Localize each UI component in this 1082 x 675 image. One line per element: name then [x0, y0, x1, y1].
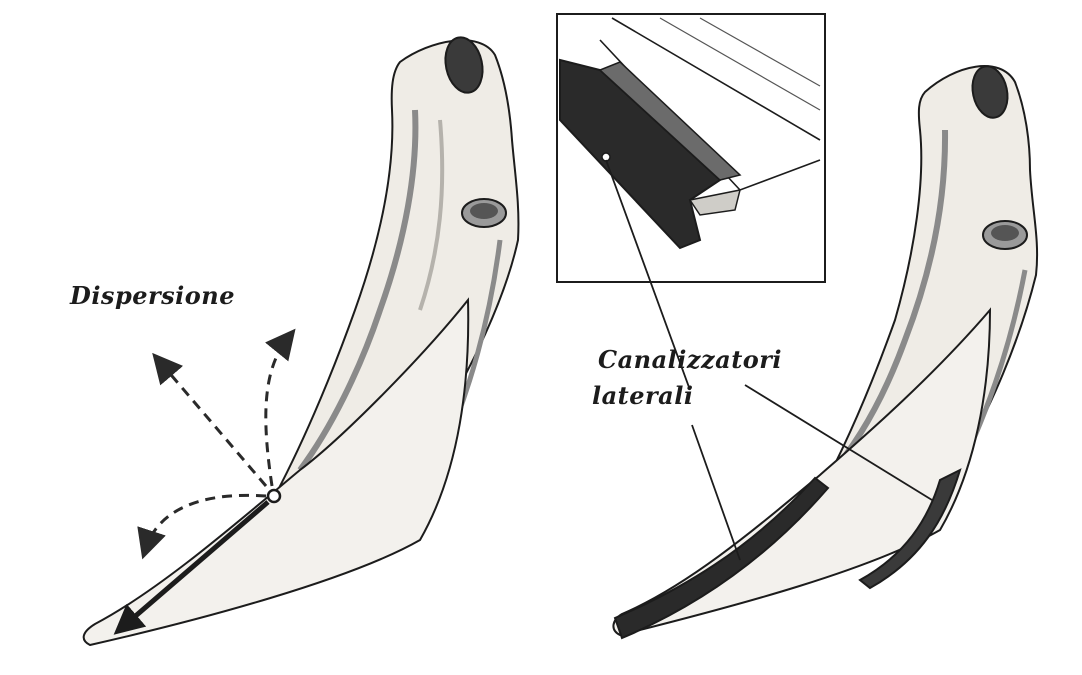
label-leader-left: [692, 425, 740, 560]
outlet-point: [268, 490, 280, 502]
side-channels-label-line2: laterali: [592, 382, 693, 410]
dispersion-label: Dispersione: [70, 282, 235, 310]
left-tool: [84, 34, 519, 645]
arrow-up-left: [160, 362, 266, 486]
arrow-up-right: [266, 338, 288, 486]
side-channels-label-line1: Canalizzatori: [598, 346, 782, 374]
inset-detail: [557, 14, 825, 282]
